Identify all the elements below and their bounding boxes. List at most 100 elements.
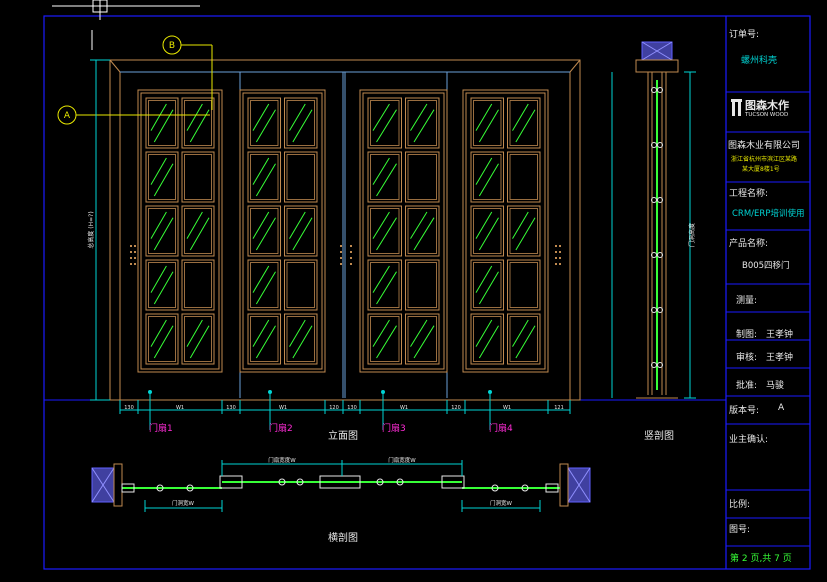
glass-pane [507, 205, 541, 257]
door-outer-frame [109, 59, 581, 401]
dim-w-4: W1 [503, 405, 511, 411]
glass-pane [405, 259, 440, 311]
bottom-dimension-values: 130 W1 130 W1 120 130 W1 120 W1 121 [124, 405, 564, 411]
glass-pane [247, 205, 281, 257]
glass-pane [247, 259, 281, 311]
page-number: 第 2 页,共 7 页 [730, 554, 792, 564]
callout-a [57, 105, 210, 125]
drafter-value: 王孝钟 [766, 330, 794, 340]
glass-pane [247, 313, 281, 365]
dim-small-4: 130 [347, 405, 357, 411]
glass-pane [507, 97, 541, 149]
glass-pane [145, 205, 179, 257]
door-leaf-4 [462, 89, 549, 373]
dim-w-3: W1 [400, 405, 408, 411]
dim-w-2: W1 [279, 405, 287, 411]
overall-height-dimension [90, 59, 110, 401]
glass-pane [507, 313, 541, 365]
version-label: 版本号: [729, 406, 760, 416]
reviewer-value: 王孝钟 [766, 353, 794, 363]
door-leaf-2 [239, 89, 326, 373]
dim-w-1: W1 [176, 405, 184, 411]
callout-b [162, 35, 213, 110]
door-leaf-1 [137, 89, 223, 373]
glass-pane [181, 151, 215, 203]
glass-pane [367, 313, 402, 365]
drawing-border [43, 15, 811, 570]
title-block-grid [726, 91, 810, 547]
callout-a-label: A [64, 111, 71, 121]
glass-pane [284, 151, 318, 203]
cross-section-dimensions [144, 460, 541, 512]
dim-small-5: 120 [451, 405, 461, 411]
glass-pane [181, 259, 215, 311]
drawing-no-label: 图号: [729, 525, 751, 535]
cross-dim-bottom-1: 门洞宽W [172, 499, 195, 507]
approver-label: 批准: [736, 381, 758, 391]
glass-pane [247, 97, 281, 149]
overall-height-label: 总高度 (H=?) [87, 211, 95, 248]
company-address-2: 某大厦8楼1号 [742, 166, 780, 173]
vertical-section-dimension [684, 71, 696, 399]
glass-pane [470, 259, 504, 311]
scale-label: 比例: [729, 500, 751, 510]
callout-b-label: B [169, 41, 175, 51]
dim-small-2: 130 [226, 405, 236, 411]
door-label-4: 门扇4 [489, 422, 513, 434]
drafter-label: 制图: [736, 330, 758, 340]
door-label-leaders [148, 390, 492, 430]
vertical-section-profiles [651, 87, 663, 368]
cross-dim-bottom-2: 门洞宽W [490, 499, 513, 507]
project-value: CRM/ERP培训使用 [732, 209, 805, 219]
glass-pane [367, 151, 402, 203]
glass-pane [284, 205, 318, 257]
dim-small-1: 130 [124, 405, 134, 411]
glass-pane [470, 313, 504, 365]
glass-pane [367, 259, 402, 311]
door-label-3: 门扇3 [382, 422, 406, 434]
glass-pane [181, 205, 215, 257]
cursor-crosshair [52, 0, 200, 50]
cross-section-title: 横剖图 [328, 531, 358, 544]
vertical-section-title: 竖剖图 [644, 429, 674, 442]
glass-pane [405, 205, 440, 257]
glass-pane [405, 151, 440, 203]
measure-label: 测量: [736, 296, 758, 306]
glass-pane [181, 313, 215, 365]
side-height-label: 门洞高度 [688, 223, 696, 247]
glass-pane [284, 259, 318, 311]
dim-small-6: 121 [554, 405, 564, 411]
owner-label: 业主确认: [729, 435, 769, 445]
door-label-2: 门扇2 [269, 422, 293, 434]
glass-pane [145, 313, 179, 365]
cross-dim-top-2: 门扇宽度W [388, 456, 416, 464]
glass-pane [247, 151, 281, 203]
glass-pane [507, 259, 541, 311]
cross-section [91, 463, 591, 507]
logo-cn: 图森木作 [745, 99, 789, 112]
logo-mark [731, 99, 742, 116]
glass-pane [507, 151, 541, 203]
reviewer-label: 审核: [736, 353, 758, 363]
glass-pane [284, 97, 318, 149]
logo-en: TUCSON WOOD [745, 112, 789, 118]
door-leaf-3 [359, 89, 448, 373]
door-label-1: 门扇1 [149, 422, 173, 434]
vertical-section [635, 41, 679, 399]
glass-pane [405, 313, 440, 365]
company-name: 图森木业有限公司 [728, 141, 801, 151]
glass-pane [367, 205, 402, 257]
approver-value: 马骏 [766, 381, 785, 391]
product-label: 产品名称: [729, 239, 769, 249]
bottom-dimension [119, 400, 571, 414]
glass-pane [181, 97, 215, 149]
company-address-1: 浙江省杭州市滨江区某路 [731, 156, 798, 163]
glass-pane [284, 313, 318, 365]
glass-pane [145, 151, 179, 203]
door-handles [130, 245, 561, 265]
project-label: 工程名称: [729, 189, 769, 199]
elevation-title: 立面图 [328, 429, 358, 442]
glass-pane [470, 205, 504, 257]
version-value: A [778, 403, 785, 413]
